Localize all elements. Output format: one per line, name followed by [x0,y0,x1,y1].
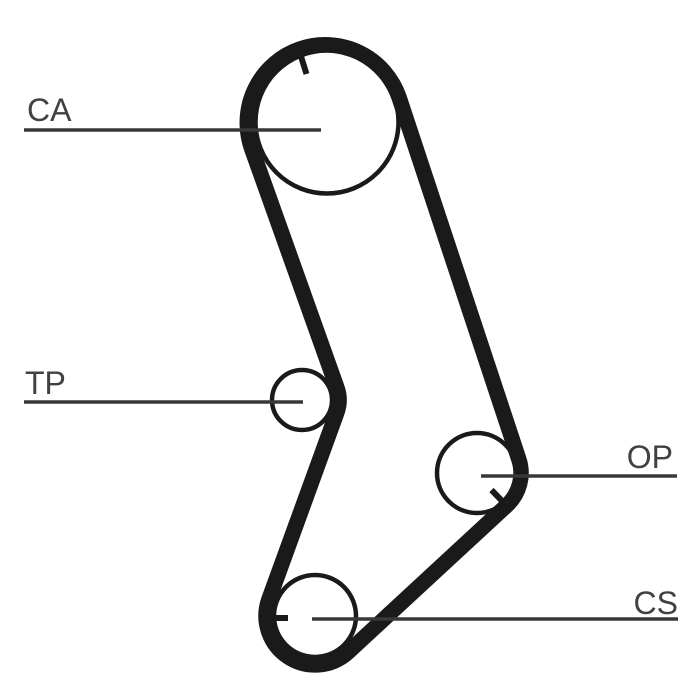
oil-pump-timing-mark-icon [489,487,507,506]
camshaft-label: CA [27,92,72,128]
timing-belt [239,37,529,673]
tensioner-pulley [269,367,335,433]
crankshaft-label: CS [634,585,678,621]
camshaft-timing-mark-icon [298,55,310,75]
oil-pump-label: OP [627,439,673,475]
tensioner-label: TP [25,365,66,401]
